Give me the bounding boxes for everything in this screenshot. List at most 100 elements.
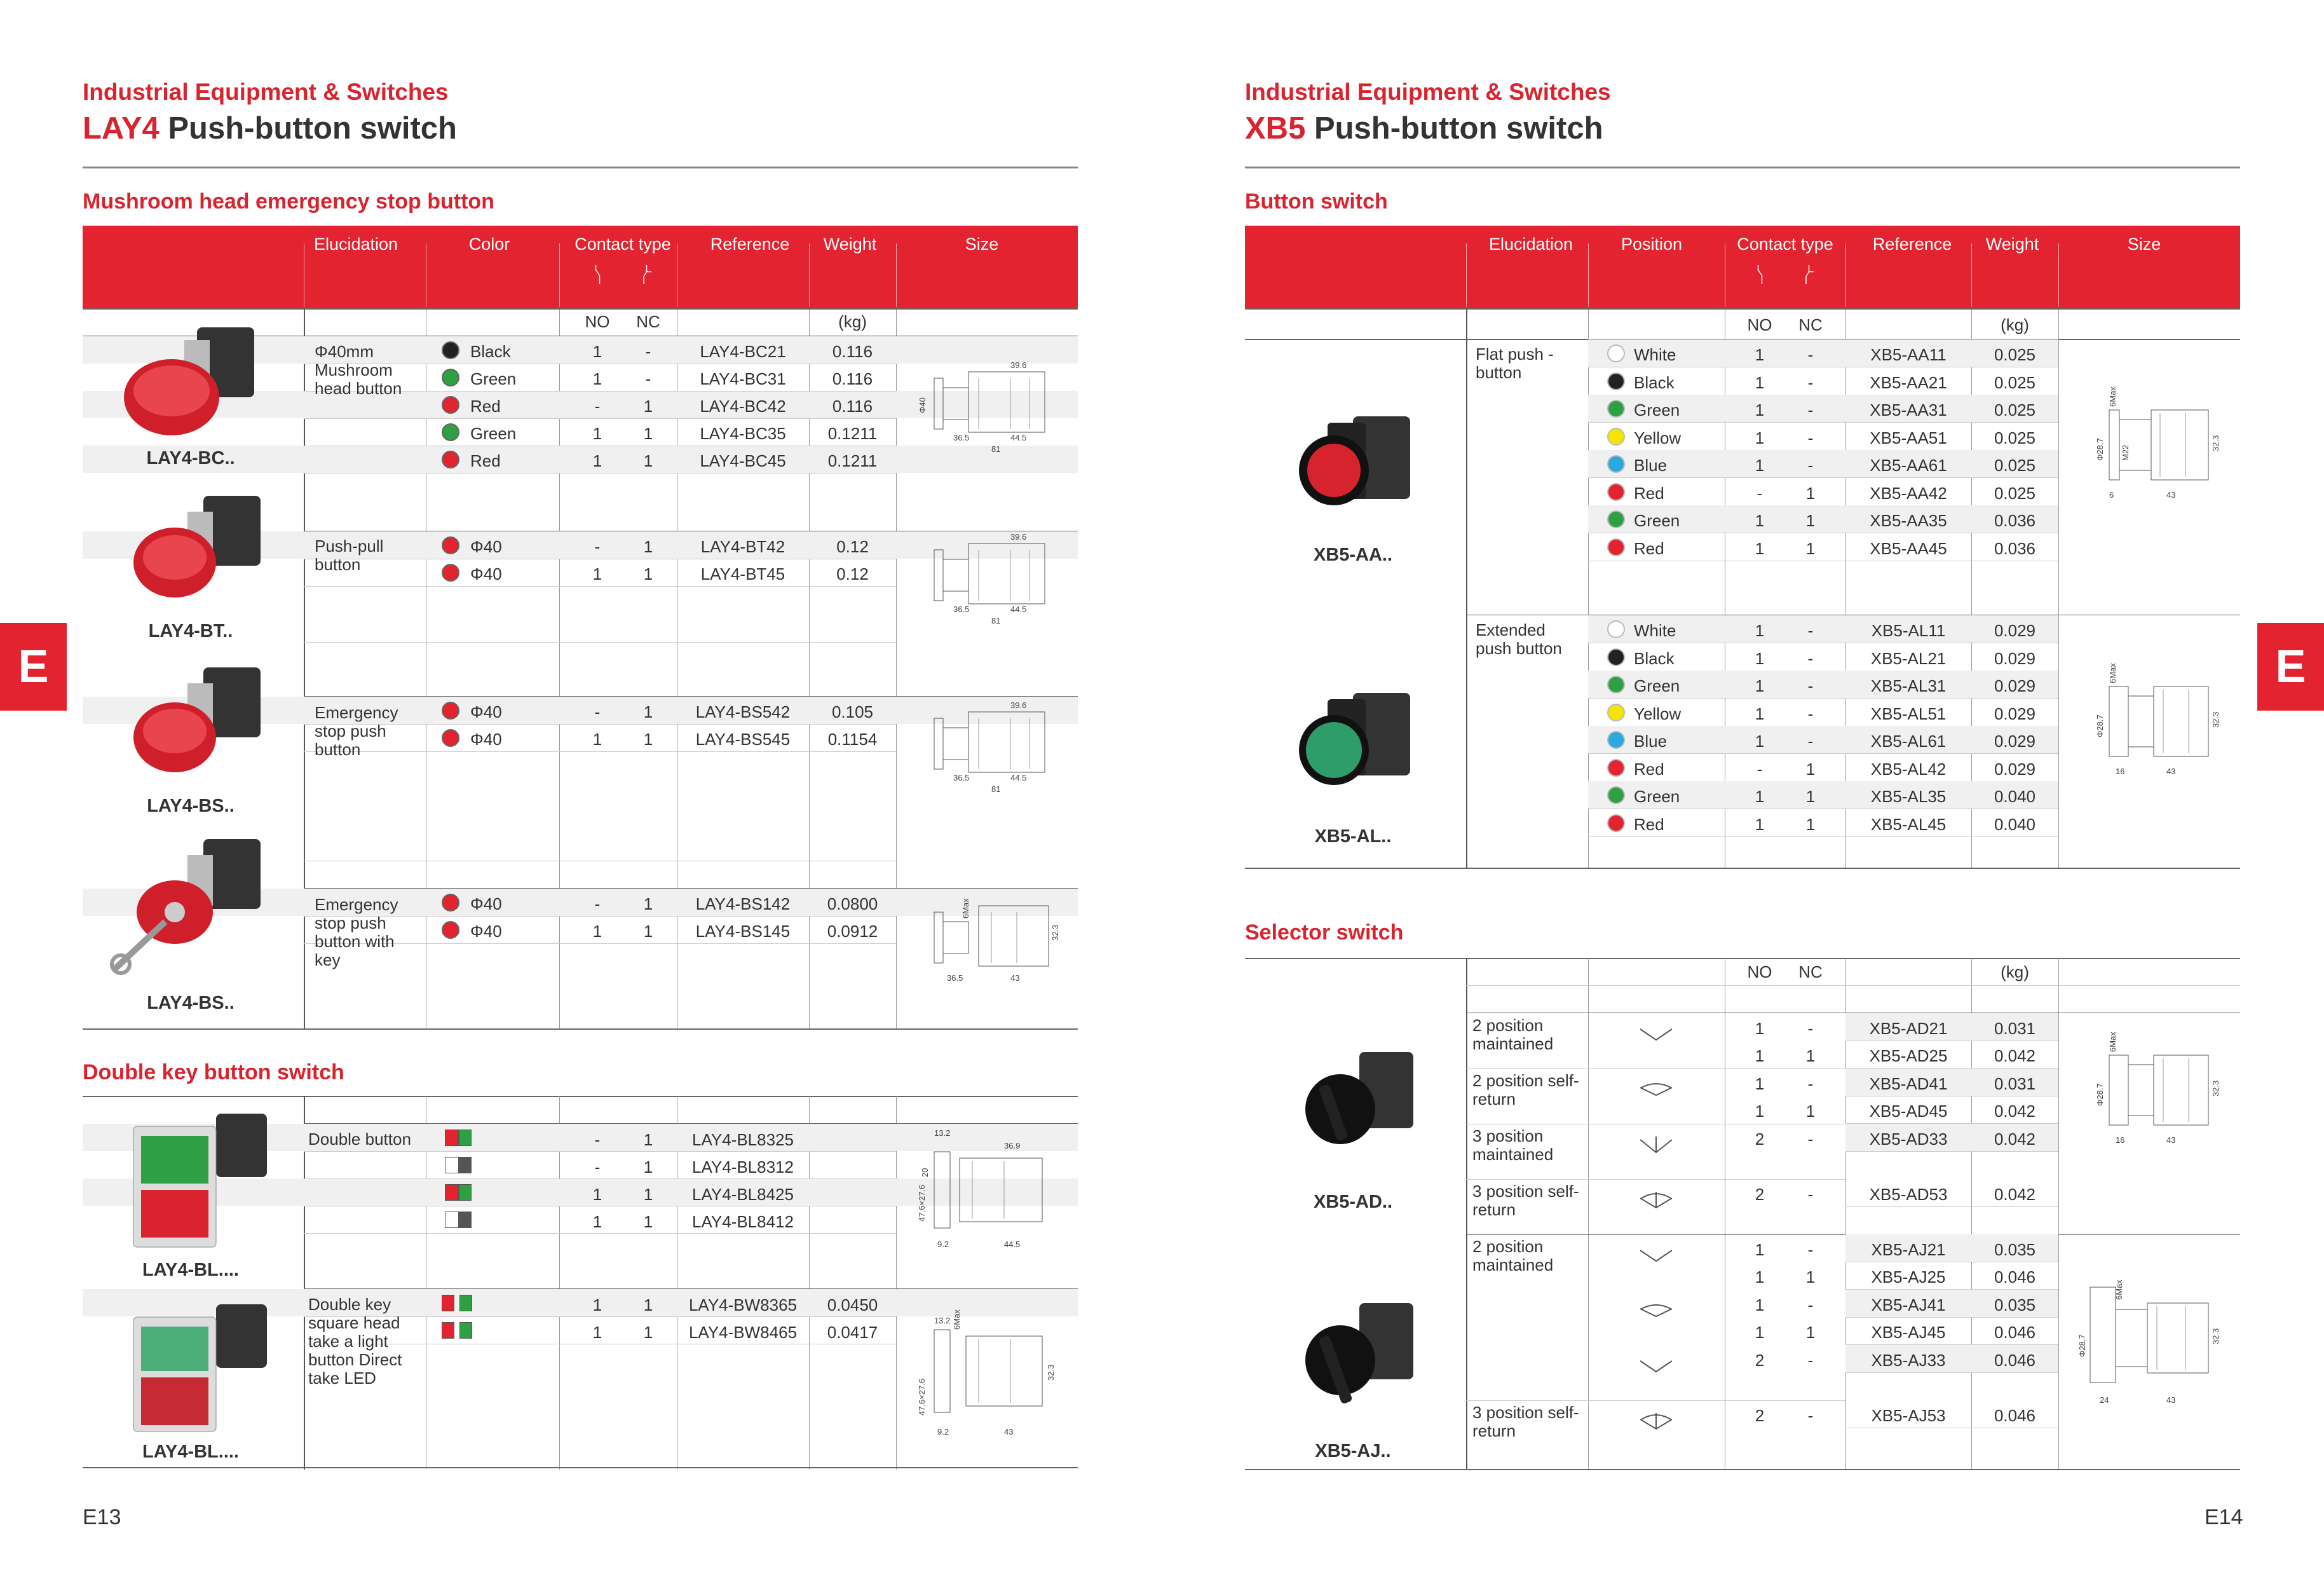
- svg-text:44.5: 44.5: [1010, 773, 1026, 782]
- selector-position-icon: [1640, 1028, 1672, 1041]
- double-button-image: [133, 1114, 267, 1248]
- product-caption: XB5-AL..: [1314, 826, 1392, 847]
- selector-position-icon: [1640, 1360, 1672, 1373]
- selector-position-icon: [1640, 1083, 1672, 1096]
- svg-text:Φ28.7: Φ28.7: [2095, 1083, 2105, 1106]
- extended-button-image: [1299, 693, 1410, 785]
- brand-heading: Industrial Equipment & Switches: [1245, 79, 1611, 105]
- color-swatch: [1607, 620, 1625, 638]
- dimension-drawing: 6Max Φ28.7 32.3 16 43: [2095, 1032, 2220, 1145]
- page-number: E14: [2205, 1505, 2243, 1529]
- color-swatch: [1607, 648, 1625, 666]
- group-desc: Push-pull button: [315, 536, 384, 574]
- svg-text:81: 81: [991, 444, 1000, 454]
- group-desc: Double key square head take a light butt…: [308, 1295, 402, 1388]
- svg-text:16: 16: [2116, 1135, 2124, 1145]
- product-caption: LAY4-BS..: [147, 796, 234, 816]
- title-rule: [83, 167, 1078, 168]
- no-contact-icon: [1757, 265, 1763, 284]
- dimension-drawing: 6Max Φ28.7 M22 32.3 6 43: [2095, 386, 2220, 500]
- svg-text:13.2: 13.2: [934, 1128, 950, 1138]
- square-head-button-image: [133, 1304, 267, 1432]
- no-contact-icon: [595, 265, 601, 284]
- svg-text:36.5: 36.5: [947, 973, 963, 983]
- color-swatch: [1607, 758, 1625, 777]
- svg-text:24: 24: [2100, 1395, 2109, 1405]
- color-swatch: [1607, 400, 1625, 418]
- selector-position-icon: [1640, 1192, 1672, 1209]
- svg-text:Φ40: Φ40: [918, 397, 927, 413]
- svg-text:32.3: 32.3: [2211, 712, 2220, 728]
- section-title-selector: Selector switch: [1245, 920, 1404, 945]
- dimension-drawing: 13.2 6Max 47.6×27.6 32.3 9.2 43: [917, 1309, 1056, 1437]
- svg-text:43: 43: [2166, 767, 2175, 776]
- svg-text:32.3: 32.3: [1046, 1365, 1056, 1381]
- group-desc: Double button: [308, 1130, 411, 1149]
- svg-text:39.6: 39.6: [1010, 532, 1026, 542]
- dimension-drawing: 39.6 36.5 44.5 81: [934, 532, 1045, 625]
- color-swatch: [1607, 510, 1625, 528]
- brand-heading: Industrial Equipment & Switches: [83, 79, 449, 105]
- svg-text:43: 43: [1010, 973, 1019, 983]
- svg-text:20: 20: [920, 1168, 930, 1177]
- svg-text:Φ28.7: Φ28.7: [2095, 714, 2105, 737]
- selector-ad-image: [1305, 1052, 1413, 1144]
- svg-text:32.3: 32.3: [2211, 435, 2220, 451]
- svg-text:32.3: 32.3: [1050, 925, 1060, 941]
- svg-text:9.2: 9.2: [937, 1427, 949, 1437]
- dimension-drawing: 39.6 Φ40 36.5 44.5 81: [918, 360, 1045, 454]
- svg-text:43: 43: [2166, 1395, 2175, 1405]
- product-caption: LAY4-BT..: [148, 621, 233, 641]
- group-desc: Emergency stop push button with key: [315, 895, 398, 969]
- svg-text:43: 43: [2166, 490, 2175, 500]
- group-desc: Φ40mm Mushroom head button: [315, 342, 402, 398]
- dimension-drawing: 13.2 36.9 20 47.6×27.6 9.2 44.5: [917, 1128, 1043, 1249]
- dimension-drawing: 6Max Φ28.7 32.3 16 43: [2095, 663, 2220, 776]
- svg-text:36.5: 36.5: [953, 604, 969, 614]
- svg-text:36.5: 36.5: [953, 773, 969, 782]
- color-swatch: [1607, 482, 1625, 501]
- color-swatch: [1607, 538, 1625, 556]
- table-header: Elucidation Position Contact type Refere…: [1245, 226, 2240, 308]
- selector-position-icon: [1640, 1304, 1672, 1318]
- group-desc: Flat push -button: [1476, 345, 1554, 382]
- emergency-stop-button-image: [133, 667, 261, 772]
- product-caption: XB5-AA..: [1313, 545, 1393, 565]
- svg-text:39.6: 39.6: [1010, 360, 1026, 370]
- page-title: XB5 Push-button switch: [1245, 111, 1603, 146]
- svg-text:9.2: 9.2: [937, 1239, 949, 1249]
- key-stop-button-image: [110, 839, 261, 975]
- mushroom-table: Elucidation Color Contact type Reference…: [83, 226, 1078, 1030]
- svg-text:81: 81: [991, 616, 1000, 625]
- svg-text:16: 16: [2116, 767, 2124, 776]
- product-caption: LAY4-BS..: [147, 993, 234, 1013]
- section-title-double: Double key button switch: [83, 1060, 344, 1084]
- dimension-drawing: 6Max 32.3 36.5 43: [934, 898, 1060, 983]
- selector-position-icon: [1640, 1137, 1672, 1154]
- svg-text:6Max: 6Max: [961, 898, 970, 918]
- selector-aj-image: [1305, 1303, 1413, 1403]
- title-rule: [1245, 167, 2240, 168]
- selector-position-icon: [1640, 1250, 1672, 1262]
- svg-text:13.2: 13.2: [934, 1316, 950, 1325]
- svg-text:43: 43: [1004, 1427, 1013, 1437]
- svg-text:32.3: 32.3: [2211, 1081, 2220, 1096]
- dimension-drawing: 6Max Φ28.7 32.3 24 43: [2077, 1280, 2220, 1405]
- group-desc: Extended push button: [1476, 620, 1562, 658]
- product-caption: LAY4-BL....: [142, 1442, 239, 1462]
- section-title-mushroom: Mushroom head emergency stop button: [83, 189, 494, 214]
- svg-text:32.3: 32.3: [2211, 1328, 2220, 1344]
- color-swatch: [1607, 814, 1625, 832]
- nc-contact-icon: [1805, 265, 1814, 284]
- svg-text:M22: M22: [2121, 445, 2130, 461]
- svg-text:6Max: 6Max: [2108, 1032, 2117, 1052]
- flat-button-image: [1299, 416, 1410, 505]
- svg-text:39.6: 39.6: [1010, 700, 1026, 710]
- svg-text:6Max: 6Max: [2108, 386, 2117, 407]
- double-key-table: Double button - 1 LAY4-BL8325 - 1 LAY4-B…: [83, 1095, 1078, 1470]
- color-swatch: [1607, 427, 1625, 446]
- svg-text:6Max: 6Max: [2114, 1280, 2124, 1300]
- svg-text:81: 81: [991, 784, 1000, 794]
- svg-text:47.6×27.6: 47.6×27.6: [917, 1185, 927, 1222]
